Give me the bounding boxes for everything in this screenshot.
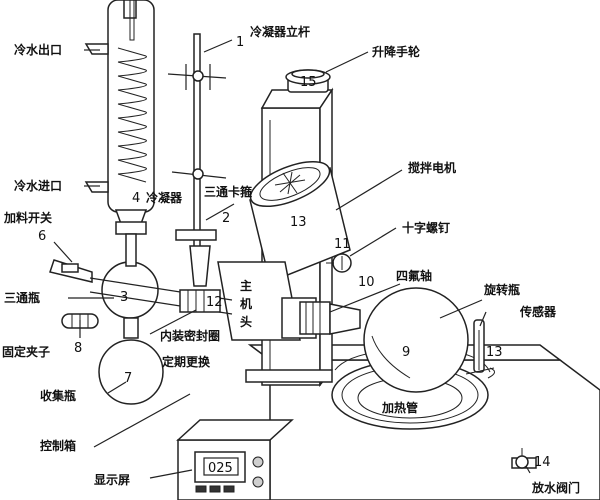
label-fixing-clip: 固定夹子 bbox=[2, 344, 50, 359]
label-cold-water-out: 冷水出口 bbox=[14, 42, 62, 57]
label-control-box: 控制箱 bbox=[40, 438, 76, 453]
number-10: 10 bbox=[358, 275, 375, 290]
label-cold-water-in: 冷水进口 bbox=[14, 178, 62, 193]
number-9: 9 bbox=[402, 345, 410, 360]
number-15: 15 bbox=[300, 75, 317, 90]
label-three-way-clamp: 三通卡箍 bbox=[204, 184, 252, 199]
lift-handwheel[interactable] bbox=[285, 69, 331, 93]
vent-grill bbox=[259, 167, 321, 201]
number-2: 2 bbox=[222, 211, 230, 226]
label-sensor: 传感器 bbox=[519, 304, 557, 319]
label-display-screen: 显示屏 bbox=[94, 473, 130, 487]
label-main-head-2: 机 bbox=[240, 296, 252, 311]
label-rotary-flask: 旋转瓶 bbox=[483, 282, 520, 297]
label-condenser-rod: 冷凝器立杆 bbox=[250, 24, 310, 39]
number-13-motor: 13 bbox=[290, 215, 307, 230]
display-screen: 025 bbox=[194, 451, 264, 493]
drain-valve[interactable] bbox=[511, 448, 537, 469]
number-6: 6 bbox=[38, 229, 46, 244]
label-condenser: 冷凝器 bbox=[146, 190, 183, 205]
collecting-bottle bbox=[98, 317, 164, 405]
cold-water-inlet-nozzle bbox=[84, 181, 109, 193]
number-3: 3 bbox=[120, 290, 128, 305]
cross-screw[interactable] bbox=[326, 253, 352, 273]
condenser bbox=[107, 0, 155, 235]
number-8: 8 bbox=[74, 341, 82, 356]
number-1: 1 bbox=[236, 35, 244, 50]
label-three-way-bottle: 三通瓶 bbox=[4, 290, 40, 305]
label-stirring-motor: 搅拌电机 bbox=[408, 160, 456, 175]
three-way-clamp bbox=[175, 229, 217, 287]
feed-switch[interactable] bbox=[49, 259, 93, 283]
condenser-coil bbox=[117, 47, 147, 183]
label-collecting-bottle: 收集瓶 bbox=[40, 388, 76, 403]
number-13-sensor: 13 bbox=[486, 345, 503, 360]
stirring-motor bbox=[249, 160, 351, 284]
number-4: 4 bbox=[132, 191, 140, 206]
part-numbers: 1 15 4 2 13 6 11 3 12 10 8 9 13 7 14 bbox=[38, 35, 551, 470]
ptfe-shaft bbox=[299, 301, 361, 335]
leader-lines bbox=[53, 39, 531, 479]
cold-water-outlet-nozzle bbox=[84, 43, 109, 55]
label-ptfe-shaft: 四氟轴 bbox=[396, 268, 432, 283]
label-heating-pot: 加热管 bbox=[381, 400, 418, 415]
rotary-flask bbox=[363, 287, 469, 393]
label-lift-handwheel: 升降手轮 bbox=[372, 44, 421, 59]
label-cross-screw: 十字螺钉 bbox=[402, 220, 450, 235]
number-12: 12 bbox=[206, 295, 223, 310]
label-inner-seal: 内装密封圈 bbox=[160, 328, 220, 343]
label-main-head-3: 头 bbox=[240, 314, 252, 329]
label-drain-valve: 放水阀门 bbox=[531, 480, 580, 495]
display-value: 025 bbox=[208, 461, 233, 476]
number-14: 14 bbox=[534, 455, 551, 470]
label-main-head-1: 主 bbox=[240, 278, 252, 293]
label-regular-replace: 定期更换 bbox=[162, 354, 211, 369]
number-11: 11 bbox=[334, 237, 351, 252]
part-labels: 冷凝器立杆 升降手轮 冷水出口 冷水进口 冷凝器 三通卡箍 搅拌电机 加料开关 … bbox=[2, 24, 580, 495]
label-feed-switch: 加料开关 bbox=[3, 210, 52, 225]
number-7: 7 bbox=[124, 371, 132, 386]
sensor bbox=[465, 319, 495, 379]
inner-seal bbox=[179, 289, 221, 313]
